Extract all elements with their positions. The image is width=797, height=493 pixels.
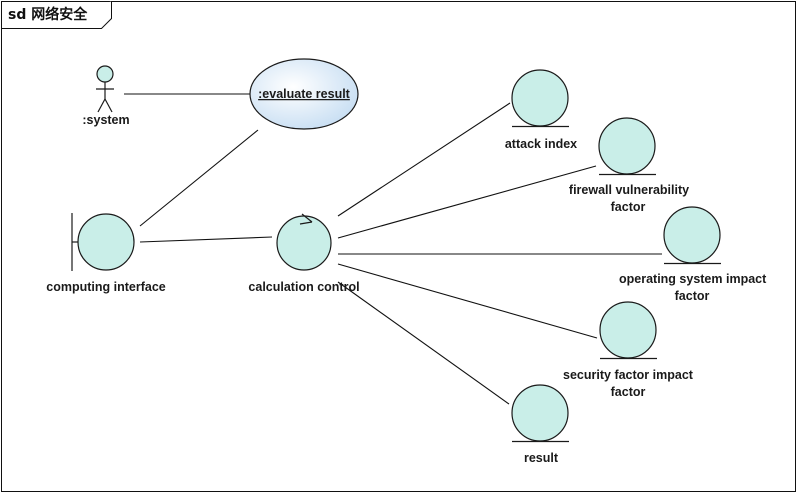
entity-security-factor-impact-factor[interactable]: security factor impact factor	[563, 301, 694, 399]
security-factor-label-line2: factor	[611, 385, 646, 399]
entity-icon	[599, 301, 657, 360]
link-control-security-factor[interactable]	[337, 263, 598, 339]
actor-system[interactable]: :system	[82, 65, 130, 127]
firewall-label-line2: factor	[611, 200, 646, 214]
usecase-ellipse	[249, 58, 359, 130]
boundary-icon	[71, 213, 135, 271]
link-control-result[interactable]	[337, 281, 510, 405]
frame-title: sd 网络安全	[8, 6, 88, 23]
system-label: :system	[82, 113, 129, 127]
calculation-control-label: calculation control	[248, 280, 359, 294]
actor-icon	[96, 65, 114, 113]
control-calculation-control[interactable]: calculation control	[248, 213, 360, 294]
evaluate-result-label: :evaluate result	[258, 87, 351, 101]
connectors	[124, 93, 662, 405]
control-icon	[276, 213, 332, 271]
entity-icon	[598, 117, 656, 176]
operating-system-label-line2: factor	[675, 289, 710, 303]
entity-icon	[663, 206, 721, 265]
attack-index-label: attack index	[505, 137, 577, 151]
entity-result[interactable]: result	[511, 384, 569, 465]
entity-icon	[511, 69, 569, 128]
link-interface-evaluate[interactable]	[139, 129, 259, 227]
result-label: result	[524, 451, 559, 465]
link-control-attack-index[interactable]	[337, 102, 511, 217]
entity-attack-index[interactable]: attack index	[505, 69, 577, 151]
entity-operating-system-impact-factor[interactable]: operating system impact factor	[619, 206, 767, 303]
boundary-computing-interface[interactable]: computing interface	[46, 213, 166, 294]
link-control-firewall[interactable]	[337, 165, 597, 239]
usecase-evaluate-result[interactable]: :evaluate result	[249, 58, 359, 130]
security-factor-label-line1: security factor impact	[563, 368, 694, 382]
operating-system-label-line1: operating system impact	[619, 272, 767, 286]
link-interface-control[interactable]	[139, 236, 273, 243]
computing-interface-label: computing interface	[46, 280, 166, 294]
firewall-label-line1: firewall vulnerability	[569, 183, 689, 197]
entity-firewall-vulnerability-factor[interactable]: firewall vulnerability factor	[569, 117, 689, 214]
entity-icon	[511, 384, 569, 443]
